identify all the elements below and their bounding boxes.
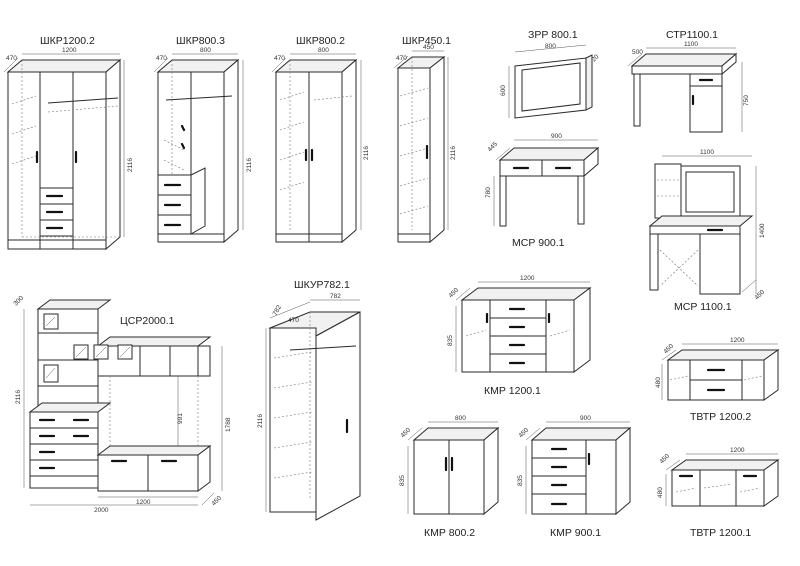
svg-text:450: 450 <box>210 495 223 508</box>
item-shkur782-1: ШКУР782.1 782 782 470 2116 <box>257 279 361 521</box>
svg-text:1400: 1400 <box>759 223 766 238</box>
item-title: МСР 1100.1 <box>674 301 732 313</box>
svg-text:450: 450 <box>423 44 434 51</box>
svg-text:300: 300 <box>12 295 25 308</box>
item-msr900-1: 900 445 780 МСР 900.1 <box>485 133 600 249</box>
svg-text:470: 470 <box>6 55 17 62</box>
svg-text:470: 470 <box>288 317 299 324</box>
svg-text:450: 450 <box>399 427 412 440</box>
svg-text:835: 835 <box>517 475 524 486</box>
svg-text:1788: 1788 <box>225 417 232 432</box>
item-tvtr1200-1: 1200 450 480 ТВТР 1200.1 <box>657 447 780 539</box>
item-title: КМР 1200.1 <box>484 385 541 397</box>
svg-text:900: 900 <box>580 415 591 422</box>
item-title: КМР 900.1 <box>550 527 601 539</box>
svg-text:800: 800 <box>318 47 329 54</box>
svg-text:1200: 1200 <box>520 275 535 282</box>
item-zrr800-1: ЗРР 800.1 800 20 600 <box>500 29 601 119</box>
item-title: ШКУР782.1 <box>294 279 350 291</box>
item-title: ШКР450.1 <box>402 35 451 47</box>
item-title: ШКР800.3 <box>176 35 225 47</box>
item-title: СТР1100.1 <box>666 29 718 41</box>
svg-text:1100: 1100 <box>700 149 714 156</box>
svg-text:782: 782 <box>272 304 284 317</box>
item-title: МСР 900.1 <box>512 237 565 249</box>
svg-text:1200: 1200 <box>730 337 745 344</box>
svg-text:600: 600 <box>500 85 507 96</box>
item-title: ЦСР2000.1 <box>120 315 175 327</box>
svg-text:900: 900 <box>551 133 562 140</box>
item-kmr1200-1: 1200 450 835 КМР 1200.1 <box>447 275 592 397</box>
svg-text:450: 450 <box>662 343 675 356</box>
svg-text:800: 800 <box>200 47 211 54</box>
item-title: ШКР1200.2 <box>40 35 95 47</box>
item-shkr450-1: ШКР450.1 470 450 2116 <box>393 35 457 244</box>
svg-text:445: 445 <box>486 141 499 154</box>
svg-text:480: 480 <box>655 377 662 388</box>
svg-text:2116: 2116 <box>257 414 264 428</box>
item-title: ТВТР 1200.2 <box>690 411 751 423</box>
svg-text:470: 470 <box>274 55 285 62</box>
svg-text:500: 500 <box>632 49 643 56</box>
item-shkr800-2: ШКР800.2 470 800 2116 <box>271 35 370 244</box>
svg-text:470: 470 <box>156 55 167 62</box>
svg-text:480: 480 <box>657 487 664 498</box>
item-title: КМР 800.2 <box>424 527 475 539</box>
svg-text:800: 800 <box>545 43 556 50</box>
svg-text:470: 470 <box>396 55 407 62</box>
item-tssr2000-1: ЦСР2000.1 <box>12 295 232 514</box>
item-str1100-1: СТР1100.1 500 1100 750 <box>627 29 750 133</box>
svg-text:800: 800 <box>455 415 466 422</box>
svg-text:450: 450 <box>753 289 766 302</box>
item-kmr900-1: 900 450 835 КМР 900.1 <box>517 415 632 539</box>
item-msr1100-1: 1100 1400 450 МСР 1100.1 <box>648 149 766 313</box>
svg-text:1100: 1100 <box>684 41 698 48</box>
item-shkr1200-2: ШКР1200.2 470 1200 2116 <box>3 35 134 251</box>
svg-text:2000: 2000 <box>94 507 109 514</box>
item-shkr800-3: ШКР800.3 470 800 2116 <box>153 35 253 244</box>
svg-text:2116: 2116 <box>450 146 457 160</box>
item-title: ТВТР 1200.1 <box>690 527 751 539</box>
item-tvtr1200-2: 1200 450 480 ТВТР 1200.2 <box>655 337 780 423</box>
svg-text:1200: 1200 <box>62 47 77 54</box>
svg-text:835: 835 <box>447 335 454 346</box>
item-kmr800-2: 800 450 835 КМР 800.2 <box>399 415 500 539</box>
svg-text:1200: 1200 <box>730 447 745 454</box>
svg-text:2116: 2116 <box>127 158 134 172</box>
svg-text:450: 450 <box>517 427 530 440</box>
svg-text:450: 450 <box>658 453 671 466</box>
svg-text:2116: 2116 <box>246 158 253 172</box>
item-title: ЗРР 800.1 <box>528 29 578 41</box>
svg-text:1200: 1200 <box>136 499 151 506</box>
svg-text:835: 835 <box>399 475 406 486</box>
svg-text:780: 780 <box>485 187 492 198</box>
item-title: ШКР800.2 <box>296 35 345 47</box>
svg-text:991: 991 <box>177 413 184 424</box>
svg-text:750: 750 <box>743 95 750 106</box>
svg-text:450: 450 <box>447 287 460 300</box>
svg-text:2116: 2116 <box>15 390 22 404</box>
svg-text:20: 20 <box>590 53 600 63</box>
svg-text:2116: 2116 <box>363 146 370 160</box>
svg-text:782: 782 <box>330 293 341 300</box>
